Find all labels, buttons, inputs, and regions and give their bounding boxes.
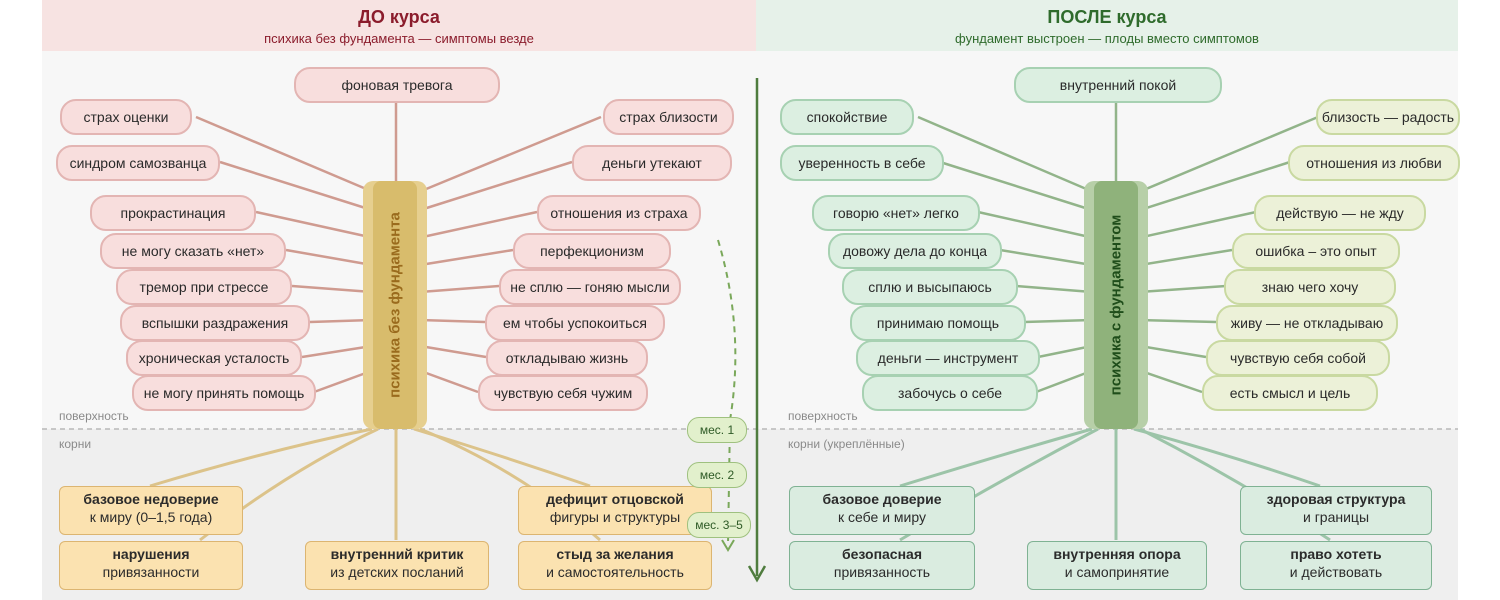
month-marker: мес. 3–5: [687, 512, 751, 538]
symptom-pill: откладываю жизнь: [486, 340, 648, 376]
roots-area: [42, 429, 1458, 600]
symptom-pill: страх оценки: [60, 99, 192, 135]
symptom-pill: хроническая усталость: [126, 340, 302, 376]
before-subtitle: психика без фундамента — симптомы везде: [264, 31, 534, 46]
surface-label-right: поверхность: [788, 409, 858, 423]
symptom-pill: прокрастинация: [90, 195, 256, 231]
after-title: ПОСЛЕ курса: [1047, 7, 1167, 27]
before-title: ДО курса: [358, 7, 440, 27]
fruit-pill: знаю чего хочу: [1224, 269, 1396, 305]
root-title: безопасная: [841, 546, 923, 562]
symptom-pill: деньги утекают: [572, 145, 732, 181]
surface-label-left: поверхность: [59, 409, 129, 423]
symptom-pill: синдром самозванца: [56, 145, 220, 181]
fruit-pill: действую — не жду: [1254, 195, 1426, 231]
right-root-box: внутренняя опора и самопринятие: [1027, 541, 1207, 590]
symptom-pill: чувствую себя чужим: [478, 375, 648, 411]
left-trunk-label: психика без фундамента: [386, 212, 404, 398]
symptom-pill: вспышки раздражения: [120, 305, 310, 341]
fruit-pill: внутренний покой: [1014, 67, 1222, 103]
month-marker: мес. 2: [687, 462, 747, 488]
fruit-pill: чувствую себя собой: [1206, 340, 1390, 376]
timeline-dashed-arrow: [717, 239, 737, 546]
root-subtitle: к себе и миру: [838, 509, 926, 525]
left-root-box: стыд за желания и самостоятельность: [518, 541, 712, 590]
left-root-box: дефицит отцовской фигуры и структуры: [518, 486, 712, 535]
symptom-pill: страх близости: [603, 99, 734, 135]
root-title: базовое доверие: [822, 491, 942, 507]
right-root-box: базовое доверие к себе и миру: [789, 486, 975, 535]
fruit-pill: отношения из любви: [1288, 145, 1460, 181]
symptom-pill: не могу сказать «нет»: [100, 233, 286, 269]
symptom-pill: тремор при стрессе: [116, 269, 292, 305]
root-title: дефицит отцовской: [546, 491, 684, 507]
root-subtitle: и границы: [1302, 509, 1370, 525]
fruit-pill: забочусь о себе: [862, 375, 1038, 411]
timeline-dashed-arrowhead: [721, 539, 735, 552]
roots-label-right: корни (укреплённые): [788, 437, 905, 451]
after-header: ПОСЛЕ курса фундамент выстроен — плоды в…: [756, 0, 1458, 51]
root-subtitle: привязанность: [833, 564, 931, 580]
root-subtitle: привязанности: [102, 564, 200, 580]
root-subtitle: из детских посланий: [330, 564, 464, 580]
fruit-pill: живу — не откладываю: [1216, 305, 1398, 341]
root-subtitle: к миру (0–1,5 года): [89, 509, 213, 525]
root-title: здоровая структура: [1266, 491, 1406, 507]
left-trunk: психика без фундамента: [363, 181, 427, 429]
symptom-pill: перфекционизм: [513, 233, 671, 269]
before-header: ДО курса психика без фундамента — симпто…: [42, 0, 756, 51]
fruit-pill: принимаю помощь: [850, 305, 1026, 341]
right-root-box: безопасная привязанность: [789, 541, 975, 590]
fruit-pill: есть смысл и цель: [1202, 375, 1378, 411]
right-trunk: психика с фундаментом: [1084, 181, 1148, 429]
left-root-box: внутренний критик из детских посланий: [305, 541, 489, 590]
left-root-box: нарушения привязанности: [59, 541, 243, 590]
left-trunk-core: [373, 181, 417, 429]
root-title: внутренняя опора: [1053, 546, 1181, 562]
month-marker: мес. 1: [687, 417, 747, 443]
right-trunk-core: [1094, 181, 1138, 429]
root-subtitle: и самопринятие: [1064, 564, 1170, 580]
right-root-box: здоровая структура и границы: [1240, 486, 1432, 535]
root-title: стыд за желания: [556, 546, 674, 562]
root-title: нарушения: [112, 546, 190, 562]
fruit-pill: довожу дела до конца: [828, 233, 1002, 269]
fruit-pill: сплю и высыпаюсь: [842, 269, 1018, 305]
left-branches: [195, 99, 602, 394]
fruit-pill: близость — радость: [1316, 99, 1460, 135]
fruit-pill: деньги — инструмент: [856, 340, 1040, 376]
left-root-box: базовое недоверие к миру (0–1,5 года): [59, 486, 243, 535]
fruit-pill: ошибка – это опыт: [1232, 233, 1400, 269]
symptom-pill: ем чтобы успокоиться: [485, 305, 665, 341]
fruit-pill: спокойствие: [780, 99, 914, 135]
symptom-pill: отношения из страха: [537, 195, 701, 231]
root-title: право хотеть: [1290, 546, 1382, 562]
symptom-pill: не сплю — гоняю мысли: [499, 269, 681, 305]
after-subtitle: фундамент выстроен — плоды вместо симпто…: [955, 31, 1259, 46]
root-subtitle: фигуры и структуры: [549, 509, 681, 525]
right-trunk-label: психика с фундаментом: [1107, 214, 1125, 396]
roots-label-left: корни: [59, 437, 92, 451]
symptom-pill: не могу принять помощь: [132, 375, 316, 411]
fruit-pill: говорю «нет» легко: [812, 195, 980, 231]
right-root-box: право хотеть и действовать: [1240, 541, 1432, 590]
root-title: базовое недоверие: [83, 491, 219, 507]
root-subtitle: и действовать: [1289, 564, 1383, 580]
center-arrowhead: [747, 565, 767, 583]
fruit-pill: уверенность в себе: [780, 145, 944, 181]
root-subtitle: и самостоятельность: [546, 564, 684, 580]
root-title: внутренний критик: [330, 546, 464, 562]
symptom-pill: фоновая тревога: [294, 67, 500, 103]
